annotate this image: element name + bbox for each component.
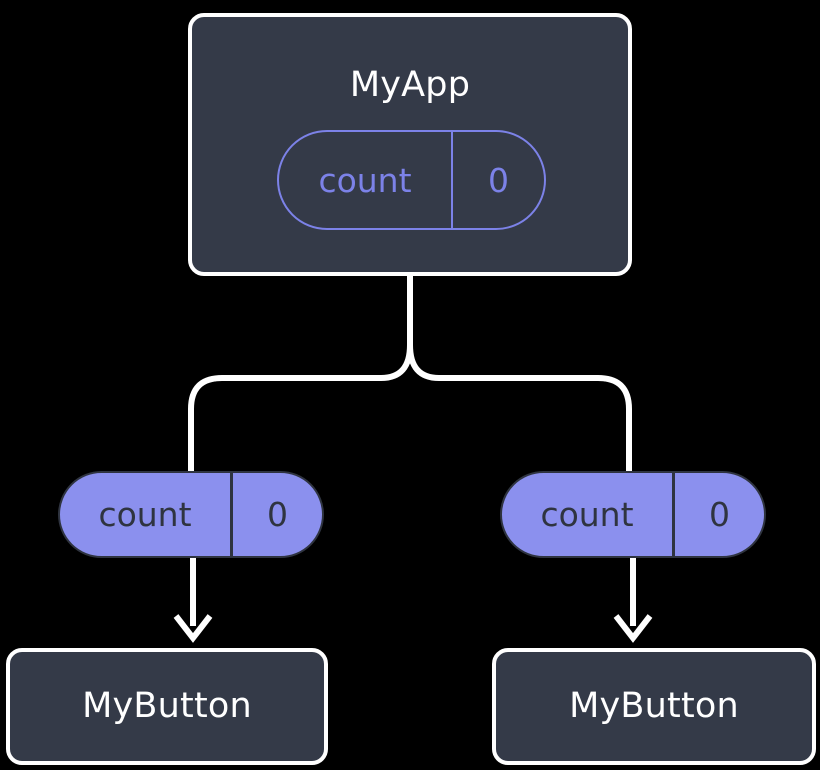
state-pill-value: 0 — [488, 160, 509, 200]
state-pill-myapp[interactable]: count 0 — [277, 130, 546, 230]
connector-root-split-mirror — [407, 344, 632, 471]
state-pill-branch-left[interactable]: count 0 — [58, 471, 324, 558]
state-pill-value: 0 — [709, 495, 730, 534]
component-node-myapp[interactable]: MyApp — [188, 13, 632, 276]
state-pill-key: count — [279, 132, 453, 228]
component-node-mybutton-left[interactable]: MyButton — [6, 648, 328, 765]
arrow-left-head — [173, 614, 213, 643]
component-node-mybutton-right[interactable]: MyButton — [492, 648, 816, 765]
state-pill-value: 0 — [267, 495, 288, 534]
state-pill-branch-right[interactable]: count 0 — [500, 471, 766, 558]
state-pill-key: count — [502, 473, 675, 556]
component-title: MyApp — [349, 65, 471, 105]
arrow-right-head — [613, 614, 653, 643]
connector-root-split — [188, 276, 413, 471]
component-title: MyButton — [569, 686, 739, 726]
component-title: MyButton — [82, 686, 252, 726]
state-pill-key: count — [60, 473, 233, 556]
